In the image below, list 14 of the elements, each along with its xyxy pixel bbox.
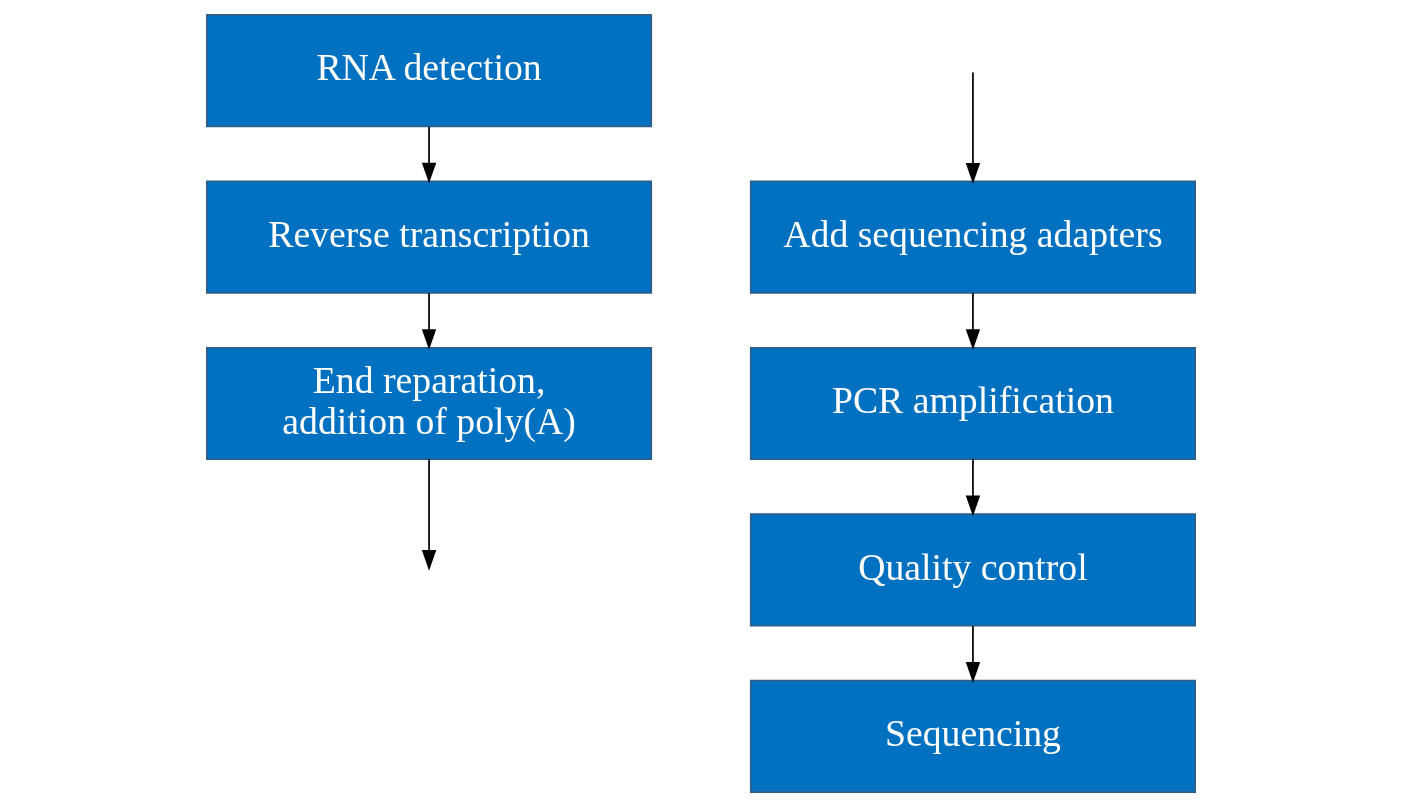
- node-box: Reverse transcription: [205, 180, 652, 294]
- arrow: [965, 625, 980, 683]
- arrow: [965, 292, 980, 350]
- node-box: RNA detection: [205, 14, 652, 128]
- node-box: Add sequencing adapters: [749, 180, 1196, 294]
- node-box: Sequencing: [749, 679, 1196, 793]
- arrow: [965, 458, 980, 517]
- node-box: End reparation, addition of poly(A): [205, 346, 652, 461]
- arrow: [421, 292, 436, 350]
- arrow: [965, 71, 980, 184]
- arrow: [421, 125, 436, 184]
- node-box: Quality control: [749, 513, 1196, 627]
- arrow: [421, 458, 436, 571]
- node-box: PCR amplification: [749, 346, 1196, 461]
